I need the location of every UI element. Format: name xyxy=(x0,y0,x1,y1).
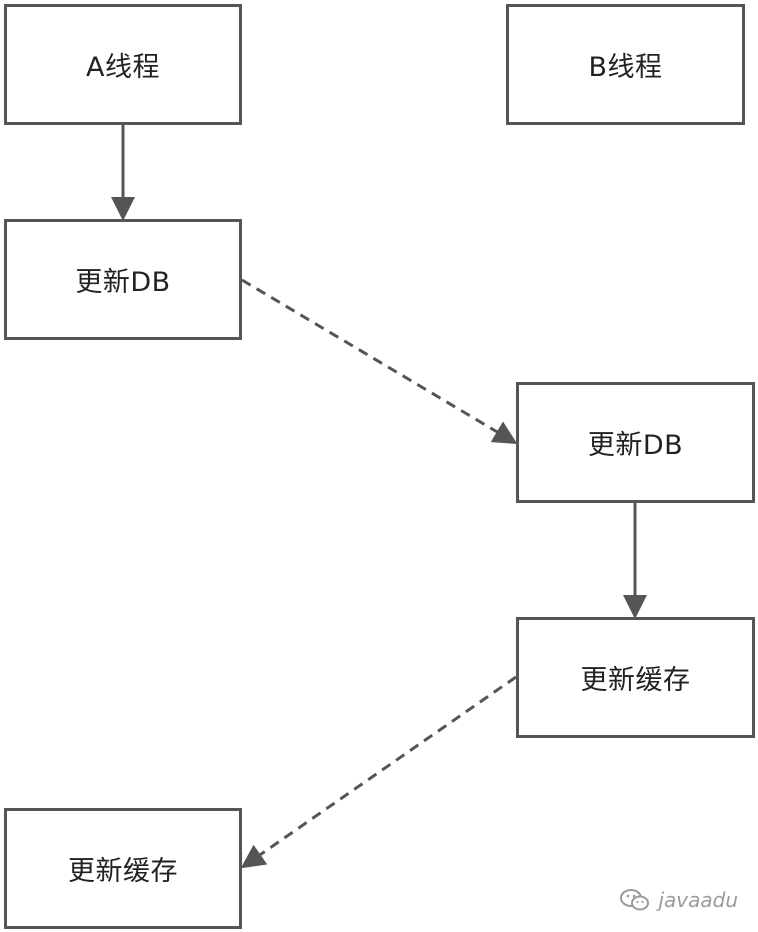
thread-a-update-db-node: 更新DB xyxy=(4,219,242,340)
thread-a-label: A线程 xyxy=(86,52,160,83)
dashed-arrow-a-db-to-b-db xyxy=(241,278,518,445)
watermark-text: javaadu xyxy=(658,888,738,912)
thread-b-update-db-node: 更新DB xyxy=(516,382,755,503)
thread-a-update-db-label: 更新DB xyxy=(75,267,171,298)
thread-a-update-cache-label: 更新缓存 xyxy=(68,856,178,887)
watermark: javaadu xyxy=(620,888,738,912)
thread-b-update-cache-node: 更新缓存 xyxy=(516,617,755,738)
thread-b-update-cache-label: 更新缓存 xyxy=(580,665,691,696)
thread-a-update-cache-node: 更新缓存 xyxy=(4,808,242,929)
thread-b-label: B线程 xyxy=(588,52,663,83)
thread-b-update-db-label: 更新DB xyxy=(587,430,684,461)
thread-a-node: A线程 xyxy=(4,4,242,125)
dashed-arrow-b-cache-to-a-cache xyxy=(240,675,517,869)
thread-b-node: B线程 xyxy=(506,4,745,125)
wechat-icon xyxy=(620,889,650,911)
